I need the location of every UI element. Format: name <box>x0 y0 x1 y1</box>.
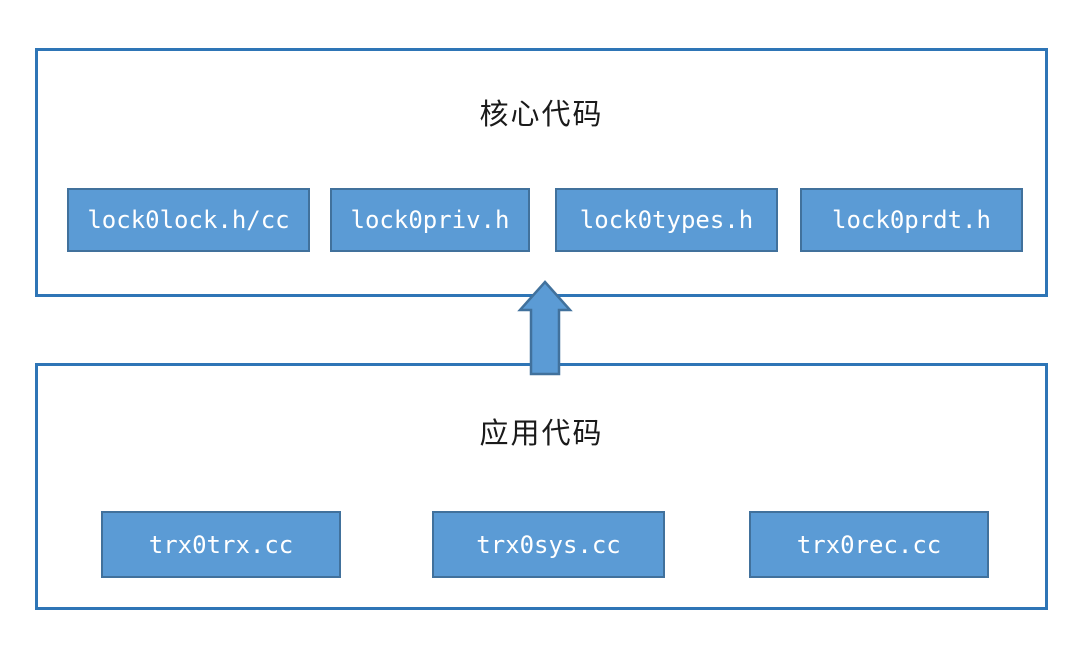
up-arrow-icon <box>504 276 586 378</box>
file-box-lock0prdt: lock0prdt.h <box>800 188 1023 252</box>
file-box-trx0trx: trx0trx.cc <box>101 511 341 578</box>
file-box-trx0rec: trx0rec.cc <box>749 511 989 578</box>
application-code-title: 应用代码 <box>479 416 604 450</box>
file-box-lock0lock: lock0lock.h/cc <box>67 188 310 252</box>
core-code-section: 核心代码 lock0lock.h/cc lock0priv.h lock0typ… <box>35 48 1048 297</box>
application-code-section: 应用代码 trx0trx.cc trx0sys.cc trx0rec.cc <box>35 363 1048 610</box>
file-box-lock0types: lock0types.h <box>555 188 778 252</box>
file-box-lock0priv: lock0priv.h <box>330 188 530 252</box>
file-box-trx0sys: trx0sys.cc <box>432 511 665 578</box>
core-code-title: 核心代码 <box>479 97 604 131</box>
